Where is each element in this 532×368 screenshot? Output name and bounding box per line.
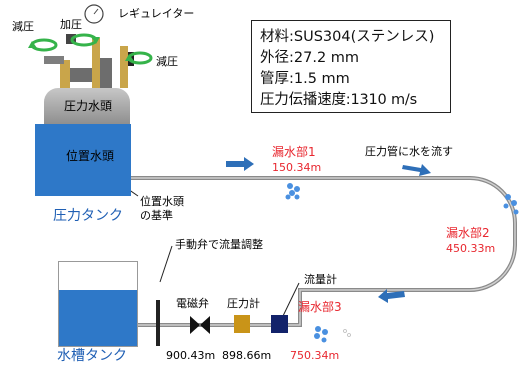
pressure-gauge-box <box>234 315 250 333</box>
material-text: 材料:SUS304(ステンレス) <box>260 29 435 45</box>
pressure-tank-top <box>44 88 130 124</box>
flow-label: 圧力管に水を流す <box>365 145 453 158</box>
gauge-distance: 898.66m <box>222 349 272 362</box>
datum-label: 位置水頭 の基準 <box>140 195 184 222</box>
water-tank <box>58 261 138 347</box>
water-tank-label: 水槽タンク <box>57 348 127 364</box>
pressure-head-label: 圧力水頭 <box>64 99 113 113</box>
wave-speed-text: 圧力伝播速度:1310 m/s <box>260 92 417 108</box>
pressure-tank-label: 圧力タンク <box>53 208 123 224</box>
pressure-gauge-icon <box>84 4 104 24</box>
label-increase: 加圧 <box>60 18 82 31</box>
pressure-tank <box>35 124 131 196</box>
leak1-distance: 150.34m <box>272 161 322 174</box>
solenoid-distance: 900.43m <box>166 349 216 362</box>
label-regulator: レギュレイター <box>118 7 195 20</box>
manual-valve <box>156 300 160 346</box>
flow-meter-box <box>271 315 288 333</box>
elevation-head-label: 位置水頭 <box>66 149 115 163</box>
valve-icon <box>190 316 200 334</box>
thickness-text: 管厚:1.5 mm <box>260 71 350 87</box>
flow-meter-label: 流量計 <box>304 273 337 286</box>
flow-arrow-icon <box>226 157 431 303</box>
pressure-gauge-label: 圧力計 <box>227 297 260 310</box>
manual-valve-note: 手動弁で流量調整 <box>175 238 263 251</box>
leak2-name: 漏水部2 <box>446 226 490 240</box>
leak1-name: 漏水部1 <box>272 145 316 159</box>
label-reduce-left: 減圧 <box>12 20 34 33</box>
outer-diameter-text: 外径:27.2 mm <box>260 50 360 66</box>
spec-box: 材料:SUS304(ステンレス) 外径:27.2 mm 管厚:1.5 mm 圧力… <box>251 20 451 113</box>
leak3-name: 漏水部3 <box>298 300 342 314</box>
leak3-distance: 750.34m <box>290 349 340 362</box>
solenoid-valve-label: 電磁弁 <box>176 297 209 310</box>
droplets-icon <box>285 183 519 343</box>
label-reduce-right: 減圧 <box>156 55 178 68</box>
rotate-arrow-icon <box>30 38 58 52</box>
leak2-distance: 450.33m <box>446 242 496 255</box>
